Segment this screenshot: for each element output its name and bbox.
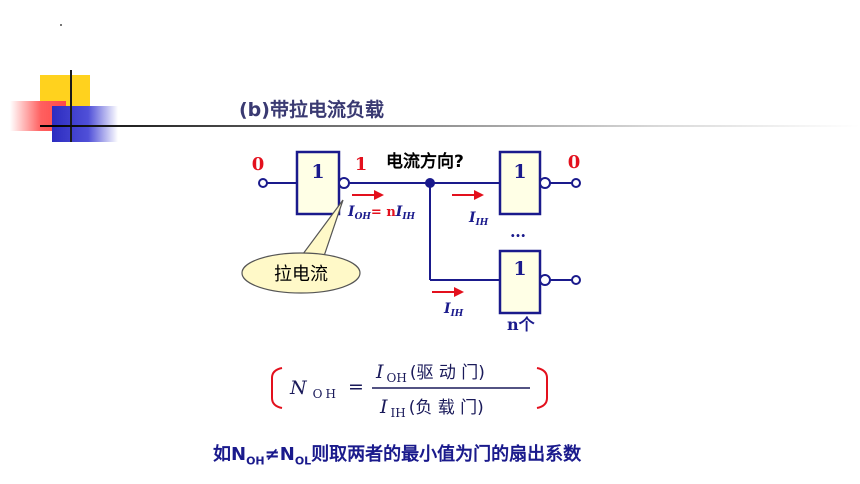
driver-output-bubble — [338, 177, 350, 189]
load-gate-n-symbol: 1 — [513, 258, 526, 280]
iih-arrowhead-n — [454, 287, 464, 297]
iih-label-1: IIH — [468, 210, 489, 228]
callout-bubble — [241, 252, 361, 294]
deco-vertical-line — [70, 70, 72, 142]
driver-input-terminal — [258, 178, 268, 188]
formula-right-bracket — [536, 367, 548, 409]
load-gate-n-bubble — [539, 274, 551, 286]
load-gate-n-output-terminal — [571, 275, 581, 285]
deco-blue-block — [52, 106, 118, 142]
load-gate-1-bubble — [539, 177, 551, 189]
section-heading: (b)带拉电流负载 — [239, 99, 384, 121]
driver-gate-symbol: 1 — [311, 161, 324, 183]
slide-dot — [60, 24, 62, 26]
n-count-label: n个 — [507, 315, 536, 334]
current-direction-label: 电流方向? — [386, 151, 464, 172]
ellipsis-label: … — [510, 222, 526, 241]
driver-output-logic-label: 1 — [355, 154, 368, 175]
iih-label-n: IIH — [443, 301, 464, 319]
formula-equals: = — [348, 376, 364, 398]
fan-out-footnote: 如NOH≠NOL则取两者的最小值为门的扇出系数 — [213, 444, 582, 468]
load-gate-1-output-terminal — [571, 178, 581, 188]
input-logic-label: 0 — [252, 154, 265, 175]
callout-seam-cover — [275, 256, 325, 264]
callout-text: 拉电流 — [274, 264, 328, 285]
load-output-logic-label: 0 — [568, 152, 581, 173]
title-rule — [40, 125, 860, 127]
load-gate-1-symbol: 1 — [513, 161, 526, 183]
ioh-equation: IOH= nIIH — [347, 204, 416, 222]
iih-arrowhead-1 — [474, 190, 484, 200]
formula-left-bracket — [271, 367, 283, 409]
ioh-arrowhead — [374, 190, 384, 200]
